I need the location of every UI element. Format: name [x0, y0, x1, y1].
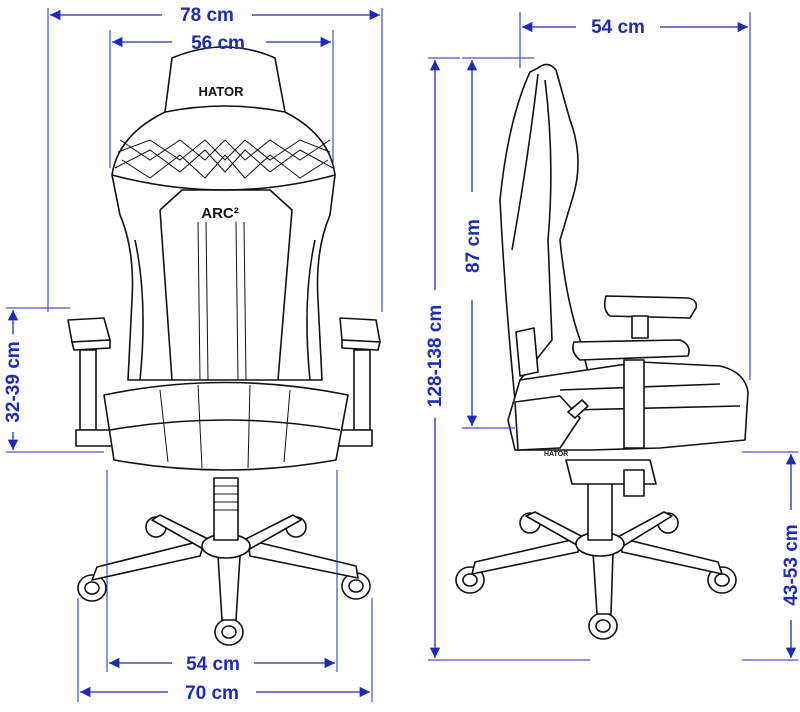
dimension-back-width: 56 cm — [109, 30, 334, 168]
front-view-chair: HATOR ARC² — [67, 46, 381, 646]
front-armrests — [67, 317, 381, 447]
front-gas-lift — [213, 477, 239, 541]
dimension-label-overall-width: 78 cm — [180, 5, 234, 26]
dimension-overall-width: 78 cm — [47, 5, 383, 312]
side-gas-lift — [565, 459, 657, 541]
front-backrest — [111, 46, 336, 381]
dimension-label-base-width: 70 cm — [185, 683, 239, 704]
dimension-label-depth: 54 cm — [591, 17, 645, 38]
side-backrest — [499, 63, 591, 401]
dimension-back-height: 87 cm — [462, 57, 534, 429]
front-star-base — [91, 514, 359, 621]
backrest-model-logo: ARC² — [201, 205, 239, 222]
dimension-base-width: 70 cm — [77, 598, 373, 704]
dimension-label-seat-height: 43-53 cm — [781, 524, 800, 605]
side-view-chair: HATOR — [455, 63, 749, 640]
dimension-label-armrest-height: 32-39 cm — [3, 341, 24, 422]
dimension-label-total-height: 128-138 cm — [425, 305, 446, 407]
dimension-seat-height: 43-53 cm — [742, 451, 800, 661]
dimension-label-seat-width: 54 cm — [186, 654, 240, 675]
dimension-total-height: 128-138 cm — [425, 57, 590, 661]
dimension-depth: 54 cm — [519, 12, 751, 380]
side-logo: HATOR — [544, 451, 568, 458]
dimension-label-back-height: 87 cm — [463, 219, 484, 273]
side-armrest — [572, 295, 698, 449]
dimension-label-back-width: 56 cm — [191, 33, 245, 54]
headrest-logo: HATOR — [198, 84, 244, 99]
front-seat — [103, 381, 349, 471]
dimension-armrest-height: 32-39 cm — [3, 307, 104, 453]
dimension-seat-width: 54 cm — [106, 470, 338, 675]
